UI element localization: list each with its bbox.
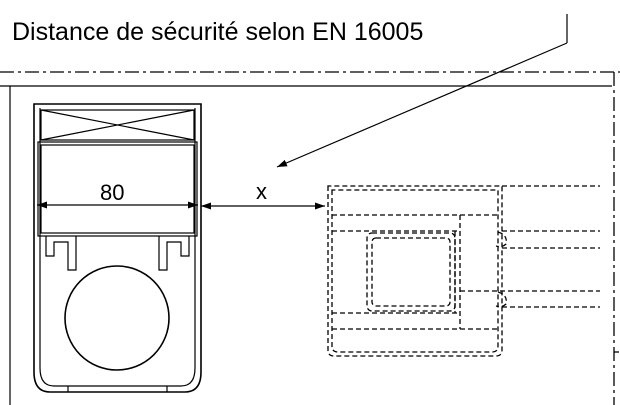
leader-line (276, 14, 568, 168)
round-hole (64, 265, 170, 371)
frame-centerlines (0, 71, 620, 405)
title-label: Distance de sécurité selon EN 16005 (12, 18, 423, 46)
left-profile (33, 103, 202, 393)
dimension-80-label: 80 (100, 180, 124, 205)
right-door-profile (327, 185, 600, 357)
dimension-x-label: x (256, 179, 267, 204)
wall-line (0, 85, 620, 405)
